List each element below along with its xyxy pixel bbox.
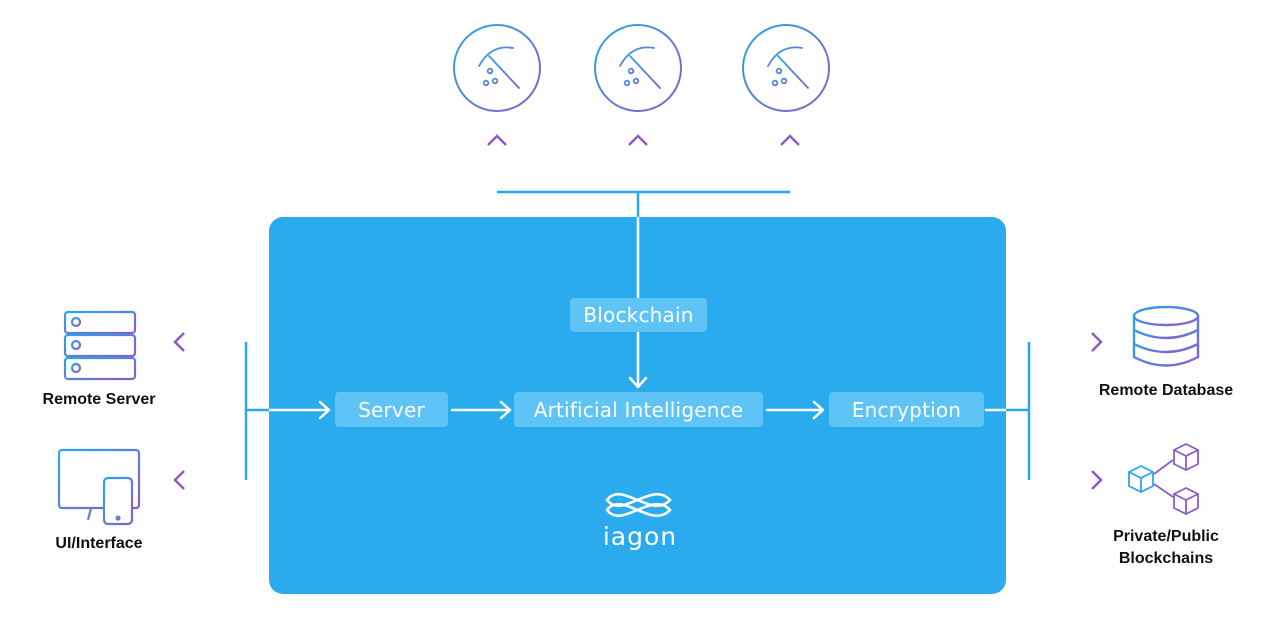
blockchains-label-line2: Blockchains: [1118, 550, 1214, 567]
right-connectors: [1005, 332, 1103, 490]
pickaxe-mining-icon: [453, 24, 541, 112]
miner-connectors: [487, 134, 800, 218]
server-stage: Server: [335, 392, 448, 427]
ui-interface-label: UI/Interface: [55, 535, 143, 552]
pickaxe-mining-icon: [742, 24, 830, 112]
blockchain-cubes-icon: [1128, 442, 1199, 516]
encryption-stage: Encryption: [829, 392, 984, 427]
monitor-phone-icon: [57, 448, 141, 526]
blockchains-label-line1: Private/Public: [1113, 528, 1219, 545]
iagon-wordmark: iagon: [602, 522, 678, 551]
server-rack-icon: [63, 310, 137, 381]
artificial-intelligence-stage: Artificial Intelligence: [514, 392, 763, 427]
blockchain-stage: Blockchain: [570, 298, 707, 332]
left-connectors: [173, 332, 270, 490]
remote-database-label: Remote Database: [1098, 382, 1234, 399]
database-icon: [1132, 305, 1200, 367]
pickaxe-mining-icon: [594, 24, 682, 112]
remote-server-label: Remote Server: [42, 391, 156, 408]
